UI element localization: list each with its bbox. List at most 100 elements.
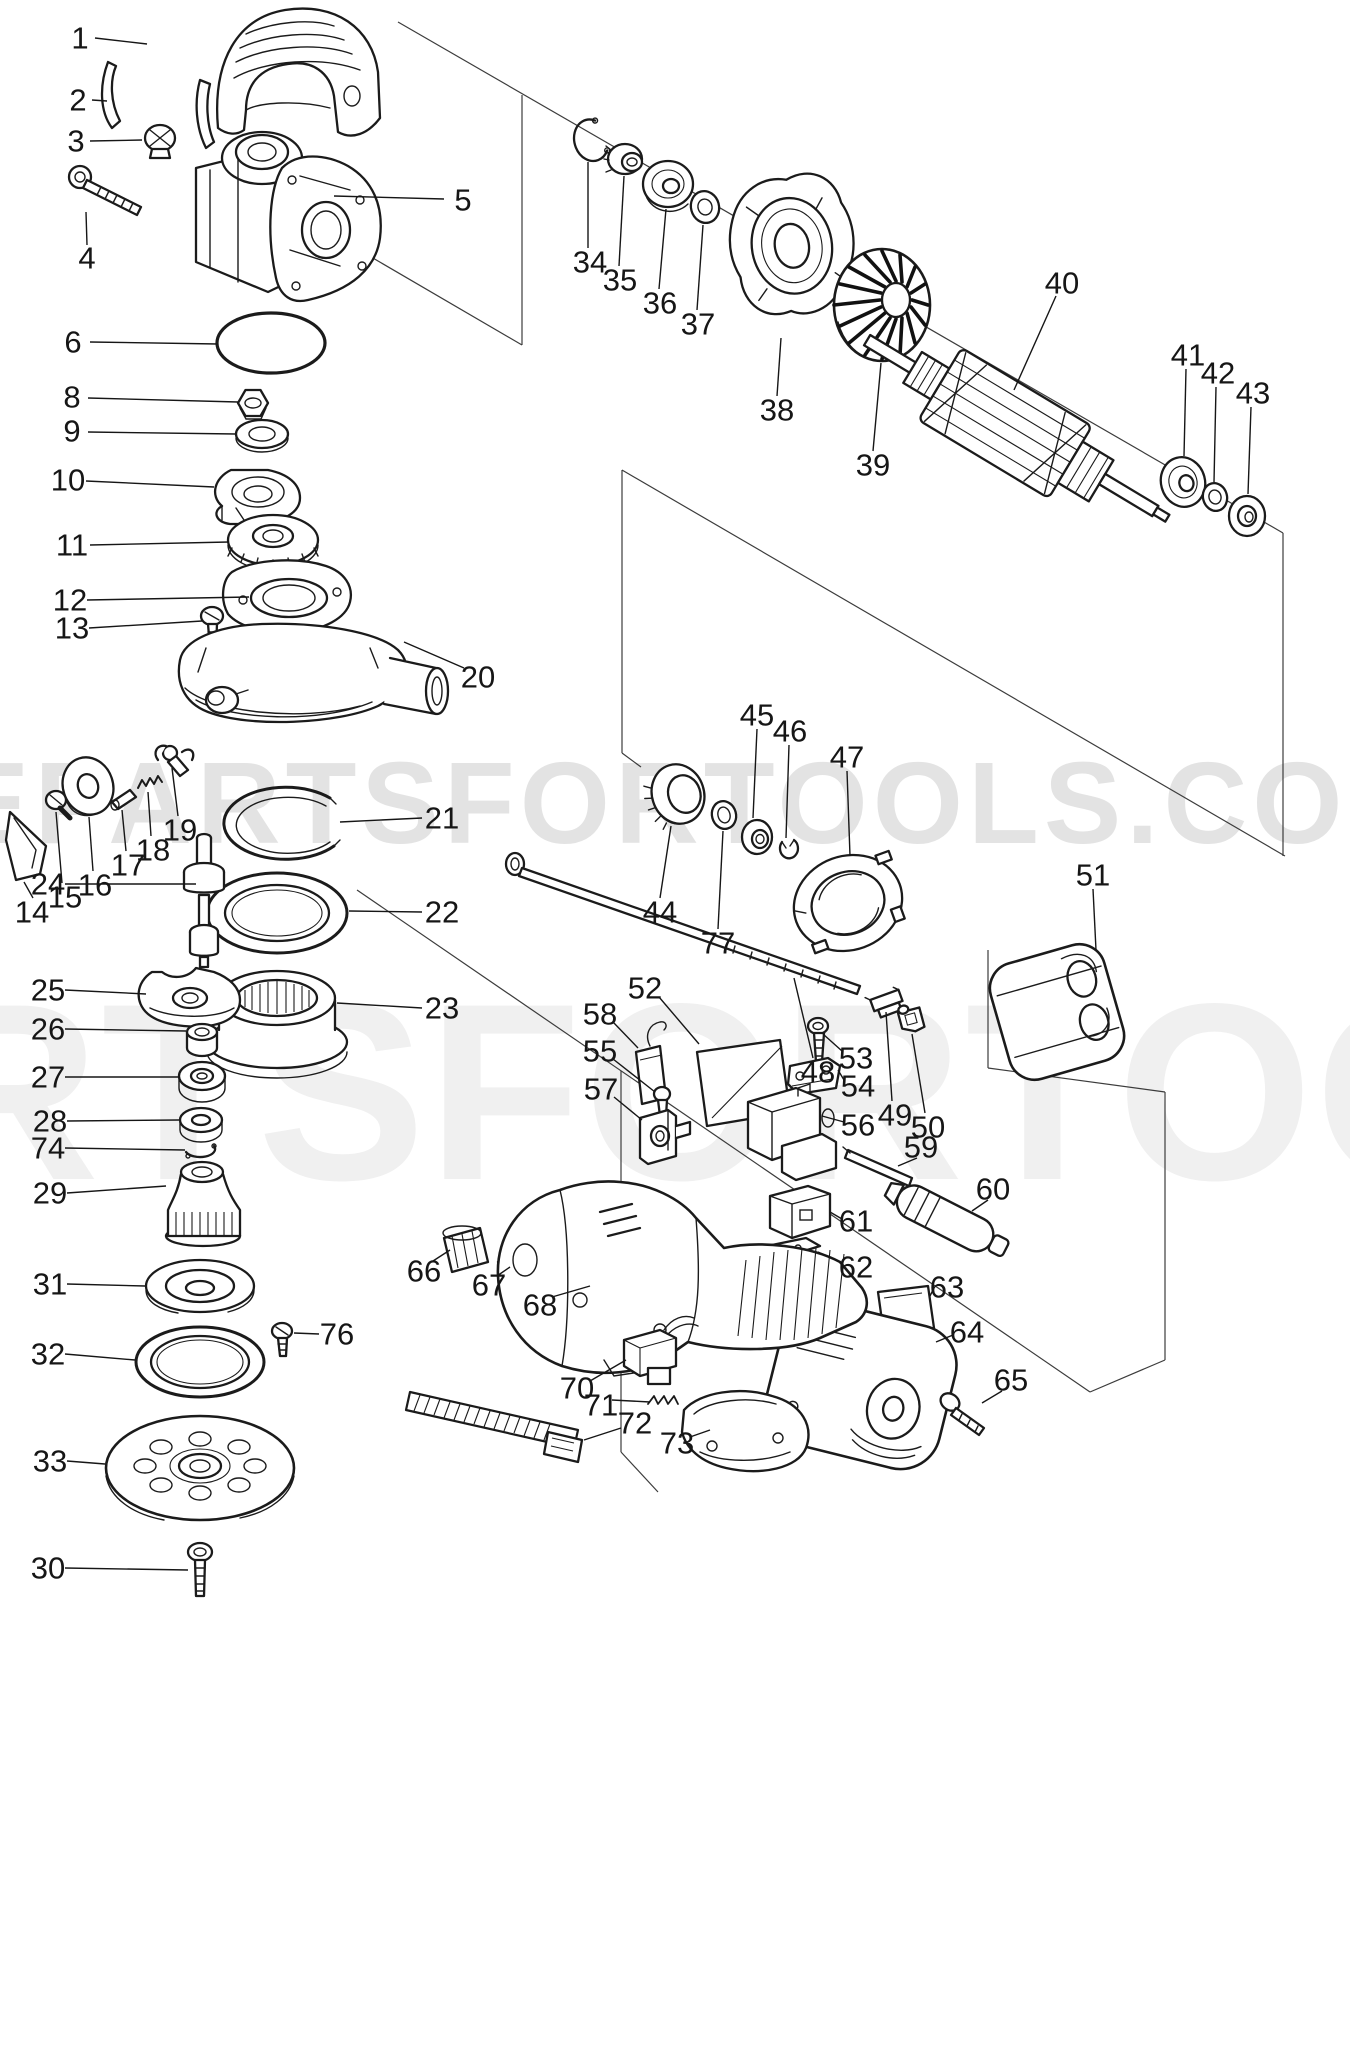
- part-29-boot: [164, 1160, 242, 1248]
- part-label-61: 61: [839, 1204, 873, 1239]
- part-8-hex-nut: [236, 388, 270, 420]
- part-20-bearing-box-cover: [177, 559, 450, 724]
- part-label-57: 57: [584, 1072, 618, 1107]
- part-label-1: 1: [71, 21, 88, 56]
- leader-line-29: [66, 1185, 167, 1194]
- part-6-o-ring: [215, 311, 327, 375]
- leader-line-62: [817, 1251, 843, 1264]
- part-label-43: 43: [1236, 376, 1270, 411]
- part-label-63: 63: [930, 1270, 964, 1305]
- leader-line-30: [64, 1567, 189, 1571]
- leader-line-2: [91, 99, 108, 102]
- part-label-30: 30: [31, 1551, 65, 1586]
- leader-line-55: [612, 1058, 656, 1093]
- leader-line-67: [496, 1266, 511, 1277]
- part-label-19: 19: [163, 813, 197, 848]
- part-label-14: 14: [15, 895, 49, 930]
- leader-line-18: [147, 791, 152, 837]
- part-40-armature: [862, 333, 1171, 523]
- leader-line-8: [87, 397, 239, 403]
- part-label-34: 34: [573, 245, 607, 280]
- part-33-sanding-pad: [104, 1414, 296, 1522]
- part-66-cap: [442, 1225, 490, 1274]
- part-28-bearing: [178, 1106, 224, 1143]
- leader-line-22: [348, 910, 423, 913]
- part-17-pin: [110, 788, 138, 811]
- leader-line-38: [776, 337, 782, 397]
- part-label-68: 68: [523, 1288, 557, 1323]
- part-label-15: 15: [48, 880, 82, 915]
- part-label-20: 20: [461, 660, 495, 695]
- part-label-56: 56: [841, 1108, 875, 1143]
- leader-line-51: [1092, 888, 1097, 951]
- part-50-clip: [896, 1004, 926, 1033]
- part-label-47: 47: [830, 740, 864, 775]
- leader-line-50: [911, 1033, 926, 1114]
- part-label-49: 49: [878, 1098, 912, 1133]
- leader-line-53: [822, 1033, 843, 1052]
- part-47-baffle-plate: [792, 849, 906, 955]
- part-label-41: 41: [1171, 338, 1205, 373]
- part-label-76: 76: [320, 1317, 354, 1352]
- part-label-16: 16: [78, 868, 112, 903]
- leader-line-43: [1247, 406, 1252, 495]
- leader-line-1: [94, 37, 148, 45]
- leader-line-58: [612, 1021, 639, 1049]
- leader-line-56: [821, 1115, 845, 1123]
- part-label-42: 42: [1201, 356, 1235, 391]
- part-label-48: 48: [801, 1055, 835, 1090]
- leader-line-19: [171, 767, 179, 817]
- leader-line-49: [885, 1011, 893, 1102]
- leader-line-44: [659, 825, 672, 899]
- leader-line-17: [121, 809, 127, 852]
- part-label-59: 59: [904, 1130, 938, 1165]
- leader-line-40: [1013, 295, 1057, 391]
- part-label-10: 10: [51, 463, 85, 498]
- leader-line-9: [87, 431, 237, 435]
- leader-line-20: [403, 641, 465, 669]
- leader-line-35: [618, 175, 625, 267]
- leader-line-3: [89, 139, 143, 142]
- part-2-plate: [100, 60, 122, 130]
- part-label-73: 73: [660, 1426, 694, 1461]
- part-label-5: 5: [454, 183, 471, 218]
- part-48-long-screw: [504, 851, 862, 996]
- part-label-66: 66: [407, 1254, 441, 1289]
- part-49-brush-clip: [864, 986, 904, 1019]
- part-14-wedge: [4, 810, 48, 882]
- part-3-thumb-screw: [143, 123, 177, 160]
- part-label-18: 18: [136, 833, 170, 868]
- part-label-51: 51: [1076, 858, 1110, 893]
- part-43-bearing: [1227, 494, 1267, 538]
- part-label-25: 25: [31, 973, 65, 1008]
- part-label-36: 36: [643, 286, 677, 321]
- part-label-11: 11: [56, 528, 88, 563]
- part-16-roller: [61, 756, 115, 817]
- part-label-26: 26: [31, 1012, 65, 1047]
- part-label-4: 4: [78, 241, 95, 276]
- part-46-e-clip: [778, 838, 800, 860]
- part-label-65: 65: [994, 1363, 1028, 1398]
- part-label-12: 12: [53, 583, 87, 618]
- part-label-24: 24: [31, 867, 65, 902]
- part-21-retaining-ring: [222, 785, 341, 861]
- leader-line-37: [696, 224, 704, 311]
- part-45-bearing: [740, 818, 774, 856]
- leader-line-60: [971, 1199, 989, 1212]
- part-label-29: 29: [33, 1176, 67, 1211]
- leader-line-52: [658, 996, 700, 1045]
- part-32-ring: [134, 1325, 266, 1399]
- part-61-connector-block: [768, 1184, 832, 1240]
- part-56-switch: [746, 1083, 838, 1182]
- part-70-switch-lever: [622, 1315, 699, 1386]
- part-label-67: 67: [472, 1268, 506, 1303]
- leader-line-21: [339, 817, 423, 823]
- part-54-lever-plate: [786, 1056, 842, 1096]
- part-label-58: 58: [583, 997, 617, 1032]
- part-label-71: 71: [584, 1388, 618, 1423]
- part-60-side-handle: [883, 1181, 1010, 1258]
- leader-line-13: [88, 620, 203, 629]
- part-31-pad-support: [144, 1258, 256, 1314]
- part-label-21: 21: [425, 801, 459, 836]
